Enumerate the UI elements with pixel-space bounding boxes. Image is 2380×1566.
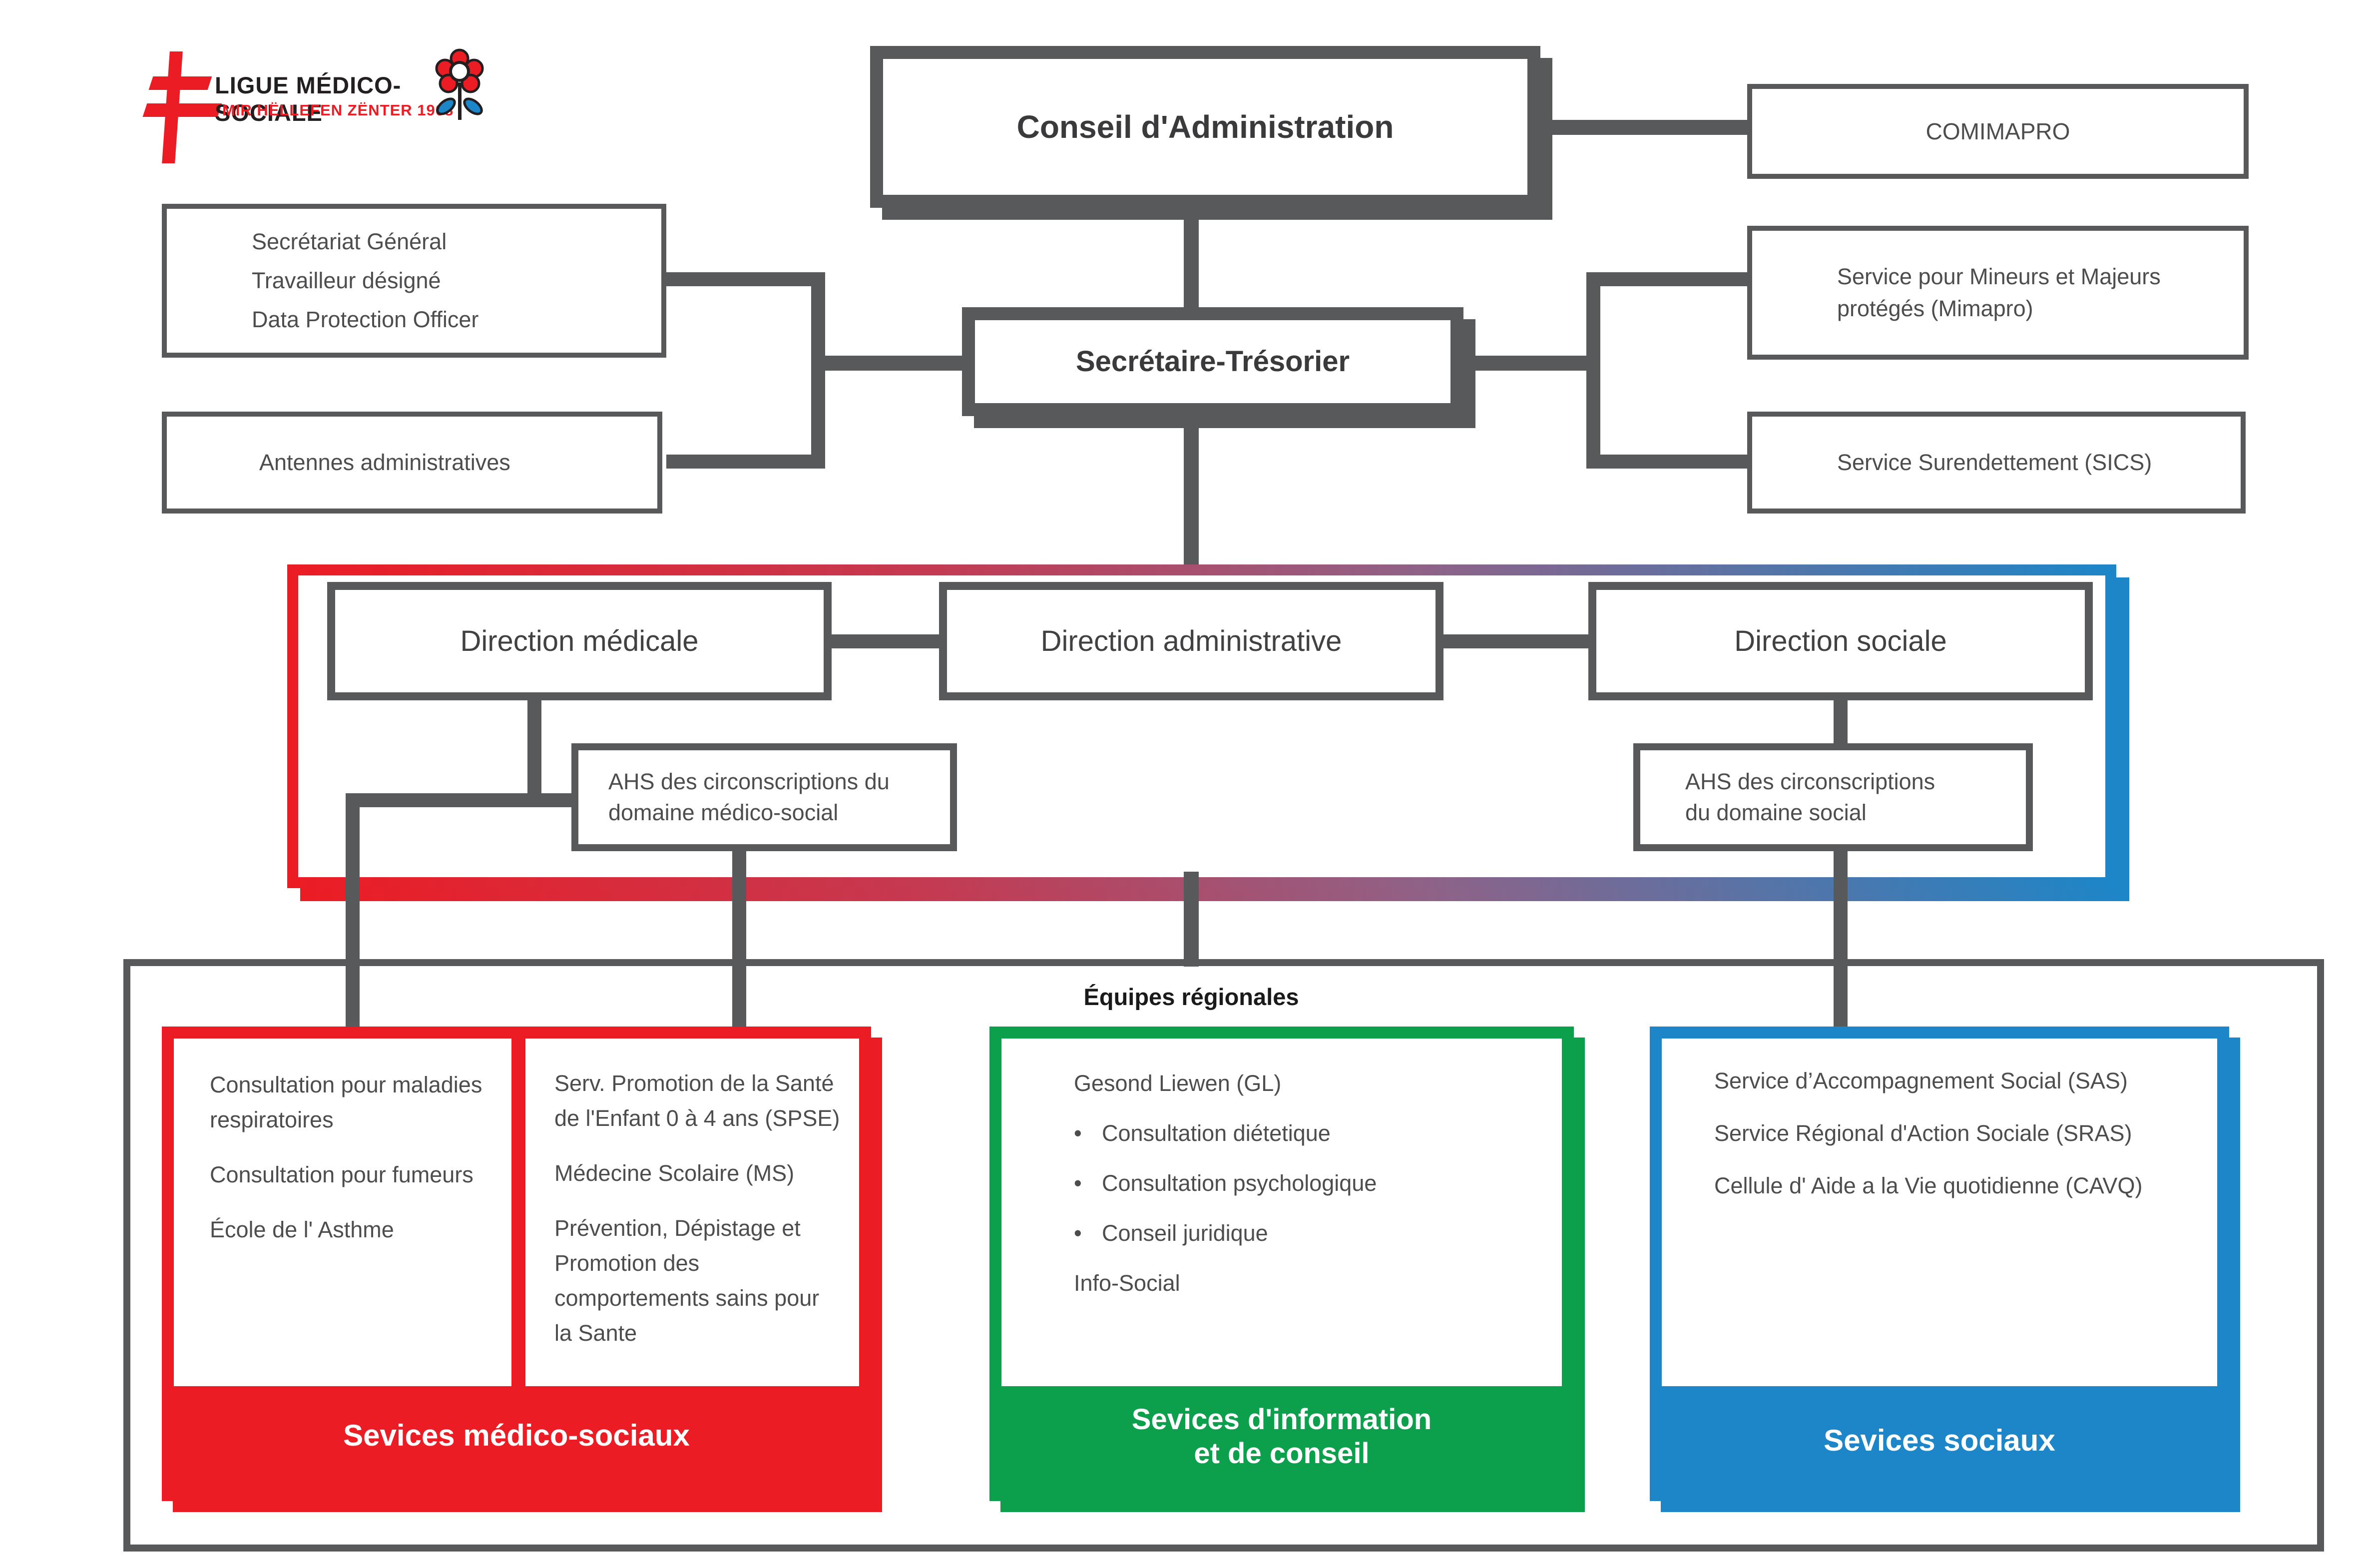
connector-secretaire-band [1184, 416, 1199, 566]
blue-item: Service d’Accompagnement Social (SAS) [1714, 1068, 2128, 1093]
connector-sociale-down [1834, 700, 1848, 743]
mimapro-label: Service pour Mineurs et Majeurs protégés… [1837, 264, 2161, 321]
direction-sociale-label: Direction sociale [1734, 624, 1947, 657]
red-item: Consultation pour maladies respiratoires [210, 1072, 482, 1132]
green-bullet-item: • Conseil juridique [1074, 1216, 1552, 1251]
green-footer-label: Sevices d'information et de conseil [1131, 1403, 1432, 1470]
secretaire-tresorier-box: Secrétaire-Trésorier [962, 307, 1463, 416]
green-bullet-label: Conseil juridique [1102, 1220, 1268, 1246]
bullet-icon: • [1074, 1170, 1082, 1196]
red-item: Médecine Scolaire (MS) [554, 1160, 795, 1186]
direction-medicale-box: Direction médicale [327, 582, 832, 700]
blue-box: Service d’Accompagnement Social (SAS) Se… [1662, 1039, 2217, 1386]
red-item: Prévention, Dépistage et Promotion des c… [554, 1215, 820, 1346]
green-bullet-label: Consultation diétetique [1102, 1120, 1331, 1146]
connector-administrative-sociale [1443, 634, 1588, 648]
green-bullet-item: • Consultation psychologique [1074, 1166, 1552, 1201]
connector-bracket-sics [1600, 455, 1748, 469]
bullet-icon: • [1074, 1220, 1082, 1246]
connector-conseil-secretaire [1184, 208, 1199, 308]
green-extra-item: Info-Social [1074, 1270, 1180, 1296]
secretariat-item: Secrétariat Général [252, 229, 447, 254]
blue-item: Service Régional d'Action Sociale (SRAS) [1714, 1120, 2132, 1146]
direction-medicale-label: Direction médicale [460, 624, 699, 657]
conseil-administration-label: Conseil d'Administration [1016, 109, 1394, 145]
red-right-box: Serv. Promotion de la Santé de l'Enfant … [525, 1039, 859, 1386]
flower-icon [435, 48, 484, 120]
equipes-regionales-label: Équipes régionales [1083, 984, 1299, 1010]
green-title: Gesond Liewen (GL) [1074, 1070, 1282, 1096]
conseil-administration-box: Conseil d'Administration [870, 46, 1540, 208]
connector-bracket-mimapro [1600, 272, 1748, 286]
connector-conseil-comimapro [1540, 120, 1747, 135]
connector-medicale-administrative [832, 634, 939, 648]
logo-title: LIGUE MÉDICO-SOCIALE [215, 72, 402, 126]
connector-ahssocial-to-blue [1834, 851, 1848, 1027]
direction-administrative-box: Direction administrative [939, 582, 1443, 700]
ahs-social-box: AHS des circonscriptions du domaine soci… [1633, 743, 2033, 851]
connector-band-to-equipes [1184, 872, 1199, 967]
antennes-label: Antennes administratives [259, 450, 510, 475]
secretariat-item: Travailleur désigné [252, 268, 441, 293]
red-left-box: Consultation pour maladies respiratoires… [174, 1039, 511, 1386]
red-item: École de l' Asthme [210, 1217, 394, 1242]
connector-medico-to-red-left [346, 793, 360, 1027]
green-bullet-item: • Consultation diétetique [1074, 1116, 1552, 1151]
green-bullet-label: Consultation psychologique [1102, 1170, 1377, 1196]
secretariat-item: Data Protection Officer [252, 307, 479, 332]
mimapro-box: Service pour Mineurs et Majeurs protégés… [1747, 226, 2249, 360]
logo-subtitle: MIR HËLLEFEN ZËNTER 1908 [222, 101, 454, 119]
green-box: Gesond Liewen (GL) • Consultation diéteti… [1001, 1039, 1562, 1386]
sics-box: Service Surendettement (SICS) [1747, 412, 2246, 514]
secretariat-box: Secrétariat Général Travailleur désigné … [162, 204, 666, 358]
ahs-medico-box: AHS des circonscriptions du domaine médi… [571, 743, 957, 851]
comimapro-label: COMIMAPRO [1925, 118, 2070, 144]
connector-medicale-down [527, 700, 541, 807]
connector-medico-horizontal [346, 793, 571, 807]
blue-footer-label: Sevices sociaux [1824, 1424, 2055, 1457]
logo: LIGUE MÉDICO-SOCIALE MIR HËLLEFEN ZËNTER… [135, 47, 494, 167]
antennes-box: Antennes administratives [162, 412, 662, 514]
connector-ahsmedico-to-red-right [732, 851, 746, 1027]
connector-secretariat-bracket [666, 272, 811, 286]
secretaire-tresorier-label: Secrétaire-Trésorier [1075, 345, 1350, 378]
bracket-left-vertical [811, 272, 825, 469]
connector-bracket-secretaire-right [1463, 356, 1600, 371]
red-item: Consultation pour fumeurs [210, 1162, 474, 1187]
connector-bracket-secretaire-left [825, 356, 962, 371]
connector-antennes-bracket [666, 455, 811, 469]
sics-label: Service Surendettement (SICS) [1837, 450, 2152, 475]
comimapro-box: COMIMAPRO [1747, 84, 2249, 179]
bullet-icon: • [1074, 1120, 1082, 1146]
bracket-right-vertical [1586, 272, 1600, 469]
direction-administrative-label: Direction administrative [1040, 624, 1342, 657]
ahs-social-label: AHS des circonscriptions du domaine soci… [1685, 769, 1935, 825]
red-footer-label: Sevices médico-sociaux [343, 1419, 690, 1452]
blue-item: Cellule d' Aide a la Vie quotidienne (CA… [1714, 1173, 2143, 1198]
ahs-medico-label: AHS des circonscriptions du domaine médi… [608, 769, 890, 825]
equipes-regionales-box [123, 959, 2324, 1552]
direction-sociale-box: Direction sociale [1588, 582, 2093, 700]
red-item: Serv. Promotion de la Santé de l'Enfant … [554, 1070, 840, 1131]
